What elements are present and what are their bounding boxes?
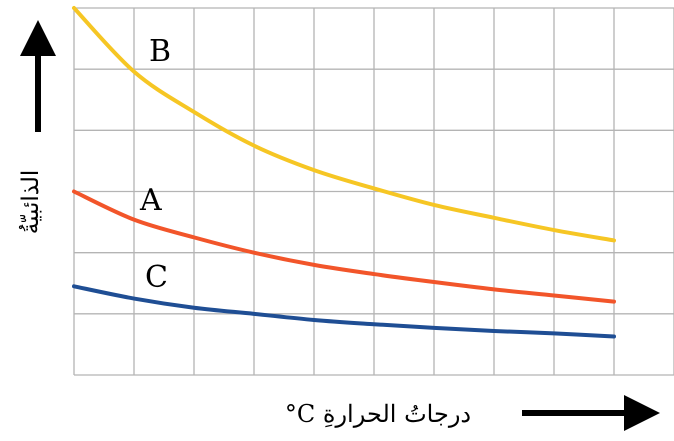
series-label-b: B <box>149 34 171 69</box>
grid <box>73 7 674 376</box>
x-axis-label: درجاتُ الحرارةِ C° <box>285 400 471 428</box>
series-label-c: C <box>145 260 168 295</box>
series-line-c <box>72 284 616 339</box>
series-lines <box>72 6 616 339</box>
y-axis-label: الذائبيّةُ <box>18 170 44 234</box>
series-line-b <box>72 6 616 243</box>
series-label-a: A <box>139 183 162 218</box>
series-line-a <box>72 189 616 304</box>
